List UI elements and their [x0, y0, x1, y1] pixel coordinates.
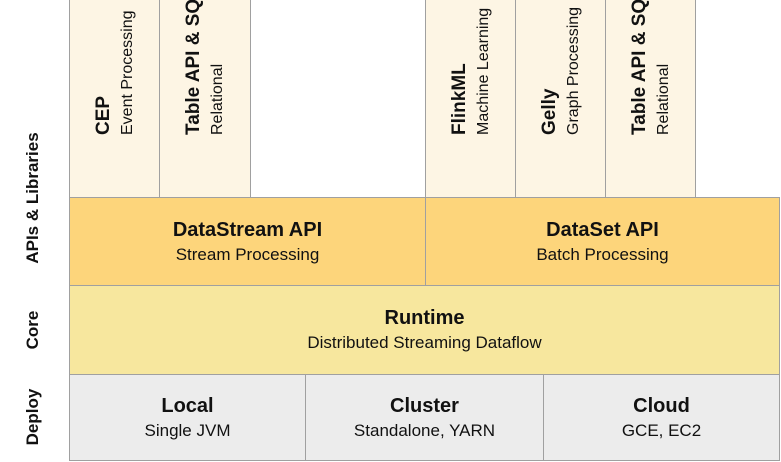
library-title: Table API & SQL — [628, 0, 650, 135]
api-title: DataSet API — [546, 218, 659, 241]
library-subtitle: Event Processing — [118, 10, 136, 135]
core-subtitle: Distributed Streaming Dataflow — [307, 333, 542, 352]
core-title: Runtime — [384, 307, 465, 329]
deploy-cloud-box: Cloud GCE, EC2 — [543, 374, 780, 461]
layer-label-apis: APIs & Libraries — [23, 132, 42, 264]
layer-label-deploy: Deploy — [23, 388, 42, 446]
api-title: DataStream API — [172, 218, 323, 241]
runtime-box: Runtime Distributed Streaming Dataflow — [69, 285, 780, 375]
datastream-api-box: DataStream API Stream Processing — [69, 197, 426, 286]
library-title: Table API & SQL — [183, 0, 204, 135]
deploy-title: Cluster — [390, 394, 459, 417]
deploy-subtitle: GCE, EC2 — [621, 420, 702, 440]
deploy-title: Local — [161, 394, 214, 417]
layer-label-core: Core — [23, 310, 42, 350]
library-subtitle: Machine Learning — [474, 7, 492, 135]
library-subtitle: Graph Processing — [564, 6, 582, 135]
deploy-local-box: Local Single JVM — [69, 374, 306, 461]
library-table-api-stream: Table API & SQL Relational — [159, 0, 251, 198]
deploy-cluster-box: Cluster Standalone, YARN — [305, 374, 544, 461]
api-subtitle: Stream Processing — [175, 244, 320, 264]
library-title: Gelly — [538, 88, 560, 135]
library-subtitle: Relational — [209, 63, 226, 135]
library-title: CEP — [92, 95, 114, 135]
library-subtitle: Relational — [654, 63, 672, 135]
dataset-api-box: DataSet API Batch Processing — [425, 197, 780, 286]
deploy-subtitle: Single JVM — [144, 420, 231, 440]
deploy-subtitle: Standalone, YARN — [353, 420, 496, 440]
api-subtitle: Batch Processing — [536, 244, 669, 264]
library-title: FlinkML — [448, 63, 470, 135]
deploy-title: Cloud — [633, 394, 690, 417]
